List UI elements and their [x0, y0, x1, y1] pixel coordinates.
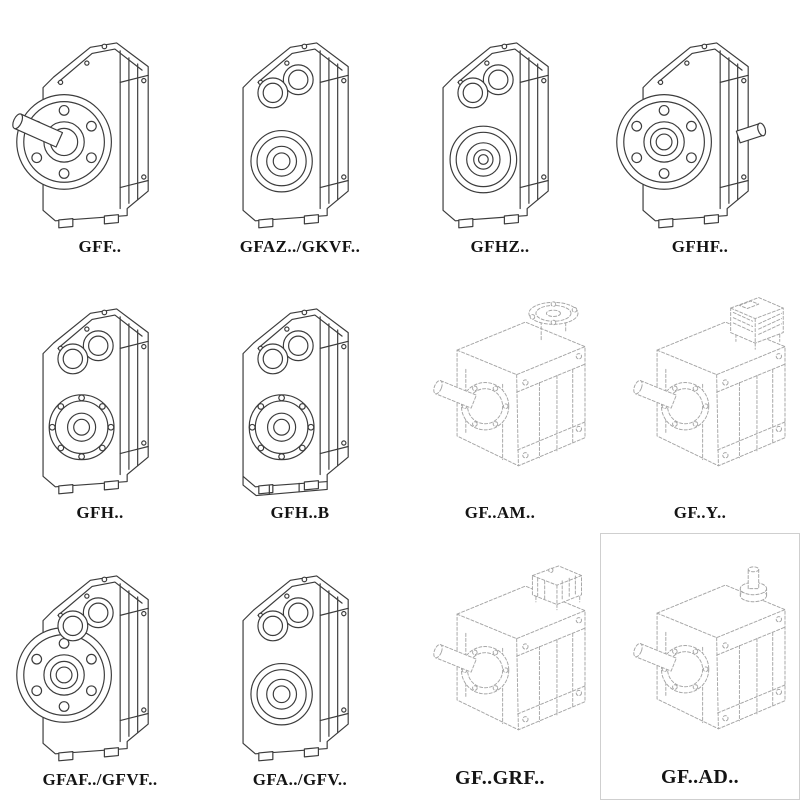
catalog-cell-gfhz: GFHZ..: [400, 0, 600, 267]
model-label: GFHZ..: [470, 236, 530, 256]
gearbox-solid-shaft-flange-drawing: [8, 28, 192, 234]
catalog-cell-gff: GFF..: [0, 0, 200, 267]
model-label: GFAF../GFVF..: [42, 769, 158, 789]
model-label: GFH..B: [270, 503, 330, 523]
model-label: GF..Y..: [673, 503, 727, 523]
catalog-cell-gf-y: GF..Y..: [600, 267, 800, 534]
gearbox-bolted-hub-drawing: [8, 294, 192, 500]
model-label: GFF..: [78, 236, 122, 256]
catalog-cell-gfh: GFH..: [0, 267, 200, 534]
catalog-cell-gf-am: GF..AM..: [400, 267, 600, 534]
model-label: GFAZ../GKVF..: [239, 236, 361, 256]
gearbox-brake-box-drawing: [408, 558, 592, 764]
catalog-cell-gfa-gfv: GFA../GFV..: [200, 533, 400, 800]
catalog-cell-gf-grf: GF..GRF..: [400, 533, 600, 800]
catalog-cell-gfaz-gkvf: GFAZ../GKVF..: [200, 0, 400, 267]
model-label: GF..GRF..: [455, 766, 545, 789]
gearbox-iec-adapter-drawing: [408, 294, 592, 500]
gearbox-with-base-drawing: [208, 294, 392, 500]
gearbox-with-motor-drawing: [608, 294, 792, 500]
catalog-cell-gfhb: GFH..B: [200, 267, 400, 534]
model-label: GFA../GFV..: [252, 769, 348, 789]
model-label: GF..AM..: [464, 503, 536, 523]
catalog-cell-gfaf-gfvf: GFAF../GFVF..: [0, 533, 200, 800]
gearbox-input-adapter-drawing: [608, 557, 792, 763]
gearbox-hollow-shaft-variant-drawing: [208, 561, 392, 767]
gearbox-flange-mounted-drawing: [608, 28, 792, 234]
model-label: GF..AD..: [660, 765, 740, 788]
catalog-cell-gfhf: GFHF..: [600, 0, 800, 267]
gearbox-flange-bores-drawing: [8, 561, 192, 767]
model-label: GFHF..: [671, 236, 729, 256]
catalog-cell-gf-ad: GF..AD..: [600, 533, 800, 800]
model-label: GFH..: [76, 503, 124, 523]
gearbox-shrink-disc-drawing: [408, 28, 592, 234]
gearbox-hollow-shaft-drawing: [208, 28, 392, 234]
